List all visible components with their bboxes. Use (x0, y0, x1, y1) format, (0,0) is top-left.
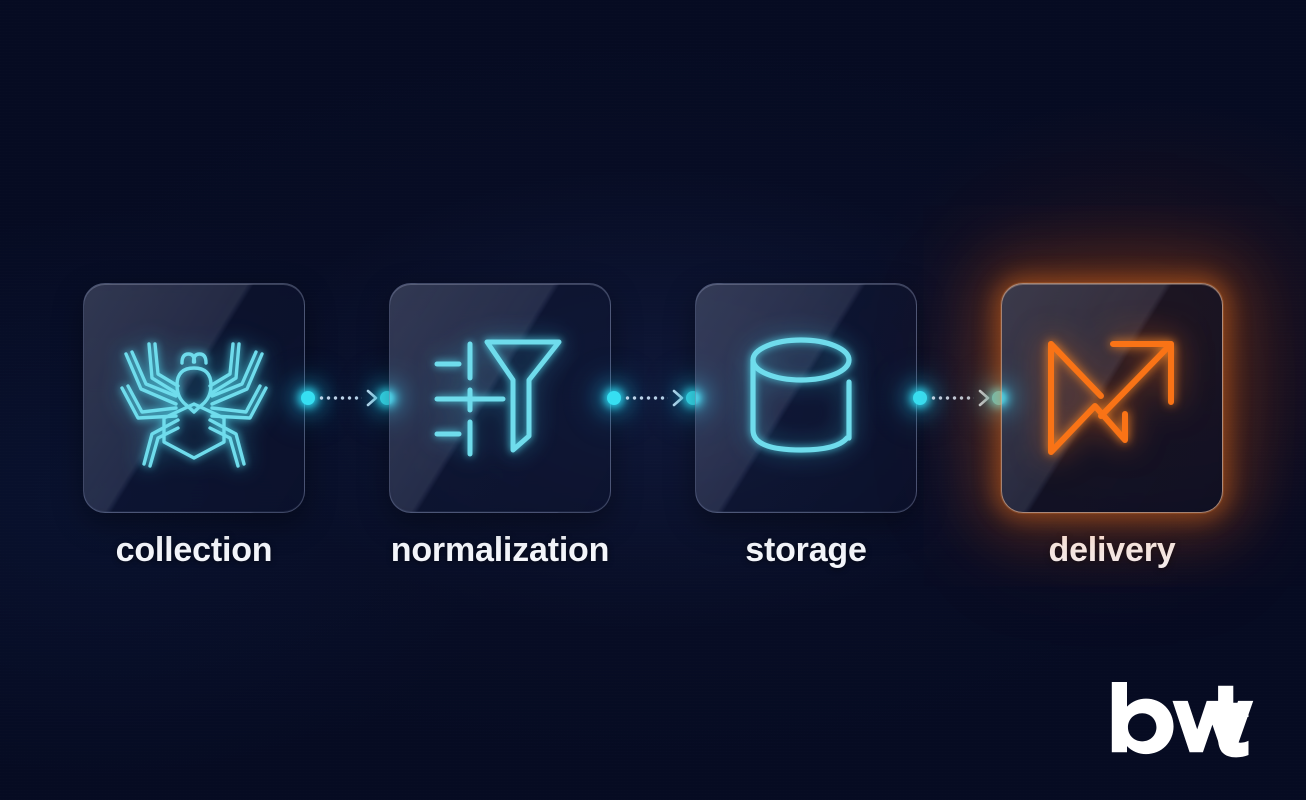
stage-card-normalization[interactable] (389, 283, 611, 513)
stage-label-normalization: normalization (390, 531, 610, 569)
trending-arrow-icon (1039, 328, 1185, 468)
pipeline-diagram: collection (0, 283, 1306, 567)
pipeline-stage-delivery[interactable]: delivery (1001, 283, 1223, 567)
connector-node-start (300, 391, 315, 405)
filter-funnel-icon (429, 328, 571, 468)
connector-normalization-to-storage (606, 283, 700, 513)
stage-card-storage[interactable] (695, 283, 917, 513)
connector-dotted-line (317, 396, 362, 400)
stage-card-delivery[interactable] (1001, 283, 1223, 513)
connector-node-start (606, 391, 621, 405)
stage-label-delivery: delivery (1048, 531, 1176, 569)
pipeline-stage-collection[interactable]: collection (83, 283, 305, 567)
database-cylinder-icon (743, 330, 869, 466)
chevron-right-icon (671, 388, 685, 408)
stage-card-collection[interactable] (83, 283, 305, 513)
connector-dotted-line (623, 396, 668, 400)
bwt-logo (1108, 682, 1260, 758)
spider-icon (112, 316, 276, 480)
connector-dotted-line (929, 396, 974, 400)
connector-storage-to-delivery (912, 283, 1006, 513)
pipeline-stage-normalization[interactable]: normalization (389, 283, 611, 567)
pipeline-stage-storage[interactable]: storage (695, 283, 917, 567)
connector-collection-to-normalization (300, 283, 394, 513)
chevron-right-icon (365, 388, 379, 408)
stage-label-storage: storage (745, 531, 867, 569)
stage-label-collection: collection (115, 531, 273, 569)
chevron-right-icon (977, 388, 991, 408)
connector-node-start (912, 391, 927, 405)
